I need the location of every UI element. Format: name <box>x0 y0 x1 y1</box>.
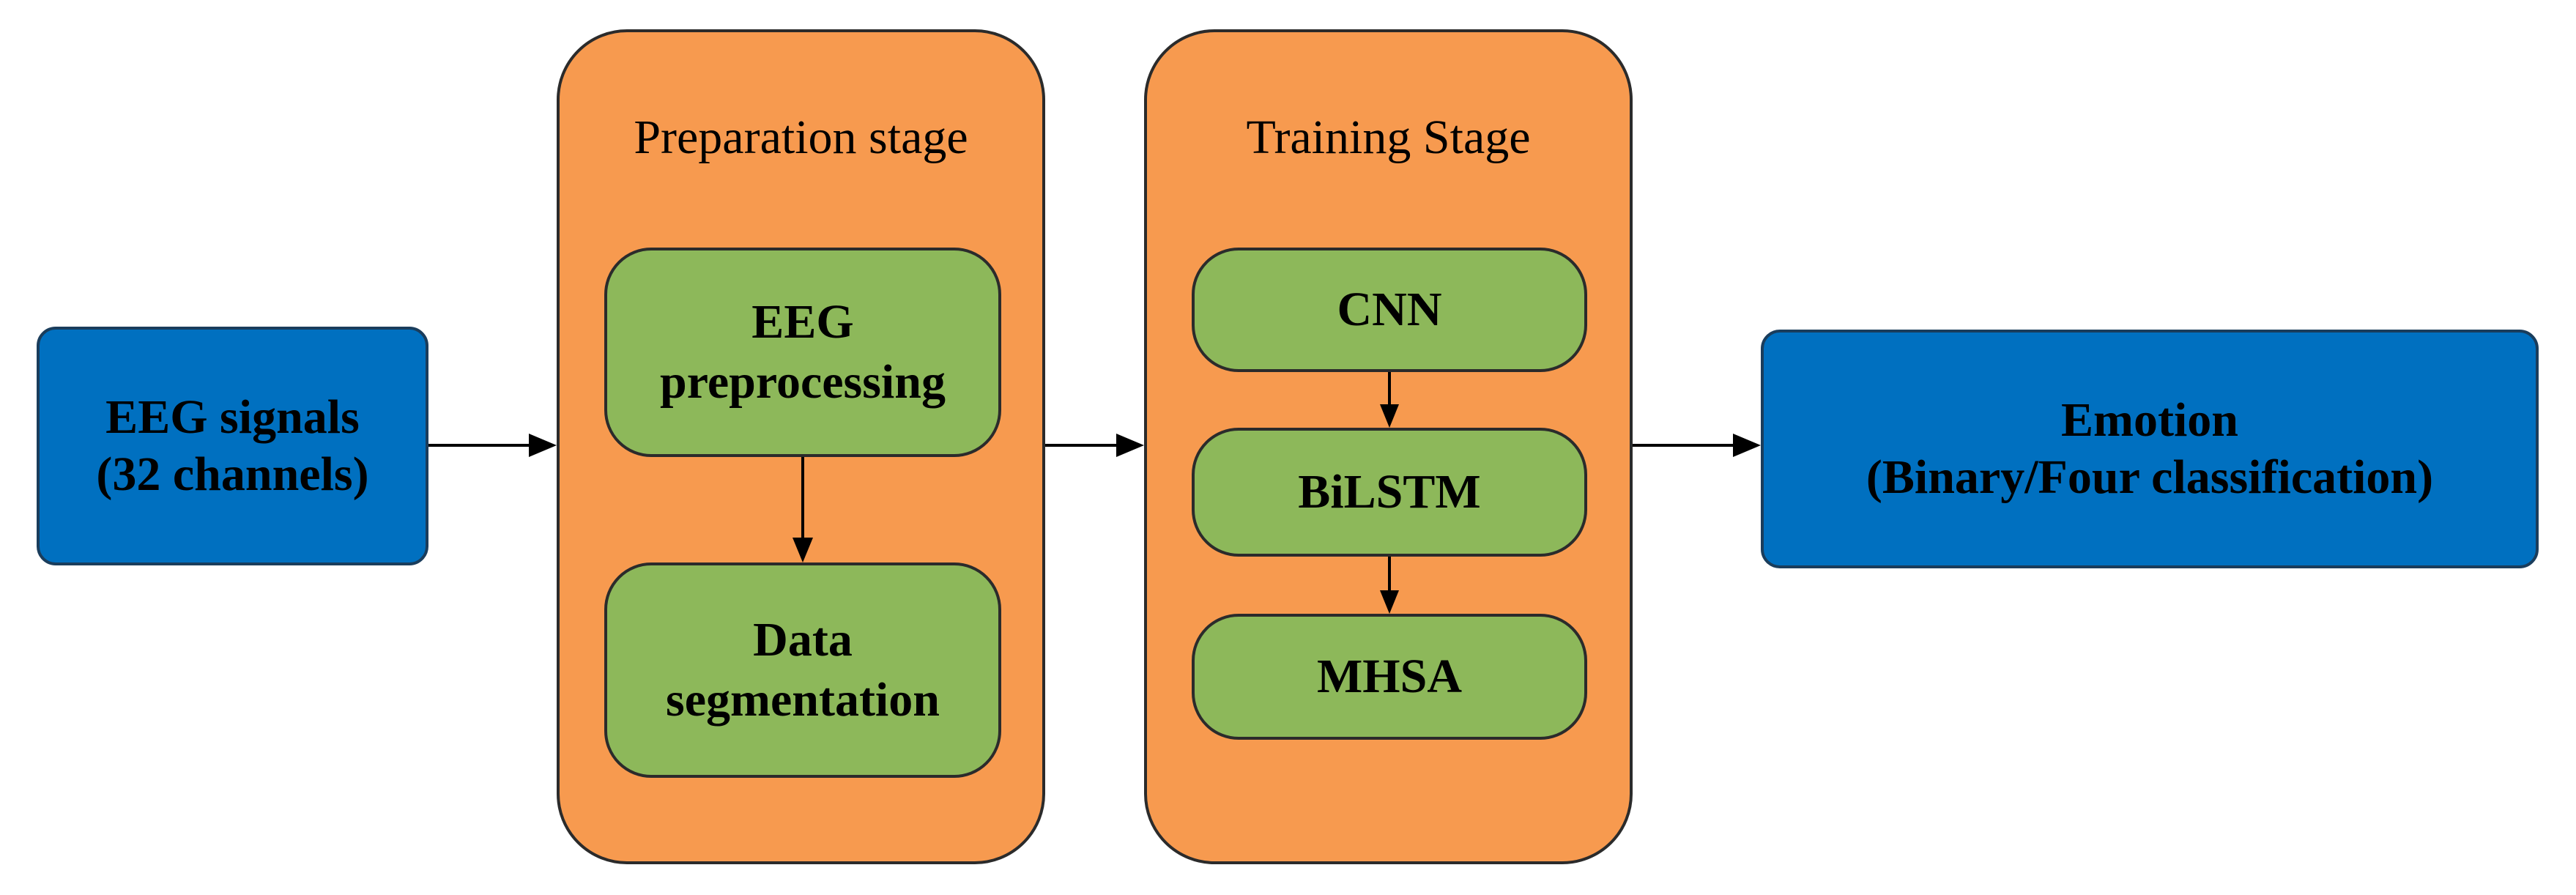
arrowhead-preprocessing-to-segmentation <box>793 538 813 562</box>
data-segmentation-line1: Data <box>753 613 853 666</box>
arrowhead-preparation-to-training <box>1116 434 1144 457</box>
eeg-preprocessing-line2: preprocessing <box>660 355 946 409</box>
arrowhead-bilstm-to-mhsa <box>1380 590 1399 614</box>
mhsa-label: MHSA <box>1317 650 1462 703</box>
output-label-line1: Emotion <box>2060 393 2239 447</box>
bilstm-label: BiLSTM <box>1298 465 1481 519</box>
input-node: EEG signals (32 channels) <box>37 327 428 565</box>
arrowhead-input-to-preparation <box>529 434 557 457</box>
arrowhead-cnn-to-bilstm <box>1380 404 1399 428</box>
preparation-stage-title: Preparation stage <box>634 111 968 164</box>
output-node: Emotion (Binary/Four classification) <box>1761 330 2539 568</box>
output-label-line2: (Binary/Four classification) <box>1866 450 2434 504</box>
eeg-preprocessing-node: EEG preprocessing <box>604 248 1001 457</box>
data-segmentation-line2: segmentation <box>666 673 940 727</box>
input-label-line2: (32 channels) <box>96 448 369 501</box>
cnn-label: CNN <box>1337 283 1442 336</box>
input-label-line1: EEG signals <box>105 390 360 444</box>
arrowhead-training-to-output <box>1733 434 1761 457</box>
data-segmentation-node: Data segmentation <box>604 562 1001 778</box>
cnn-node: CNN <box>1192 248 1587 372</box>
mhsa-node: MHSA <box>1192 614 1587 740</box>
training-stage-title: Training Stage <box>1246 111 1531 164</box>
eeg-preprocessing-line1: EEG <box>751 295 854 349</box>
bilstm-node: BiLSTM <box>1192 428 1587 557</box>
